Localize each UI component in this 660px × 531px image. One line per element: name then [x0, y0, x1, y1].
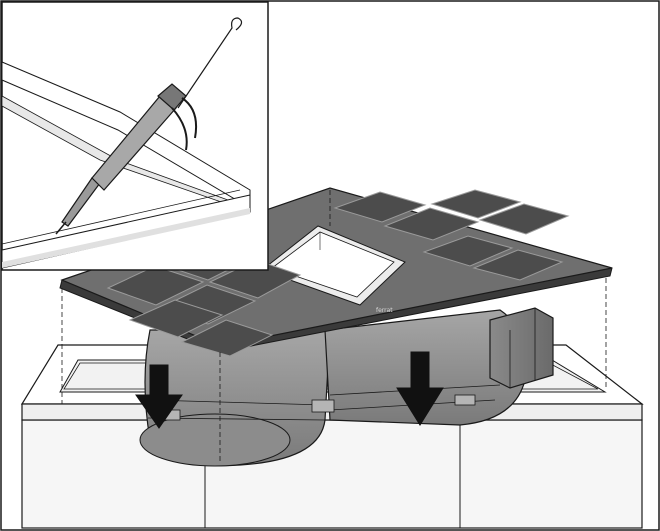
hob: ferrat: [59, 187, 613, 357]
brand-mark: ferrat: [376, 307, 393, 314]
cooking-zone-left-front: [128, 299, 274, 357]
down-arrow-left: [135, 364, 183, 429]
down-arrow-right: [396, 351, 444, 426]
alignment-guides: [61, 190, 607, 462]
extraction-unit: [139, 307, 554, 467]
sealant-inset: [1, 1, 269, 271]
cooking-zone-right: [333, 189, 570, 281]
caulk-gun-icon: [55, 17, 243, 235]
